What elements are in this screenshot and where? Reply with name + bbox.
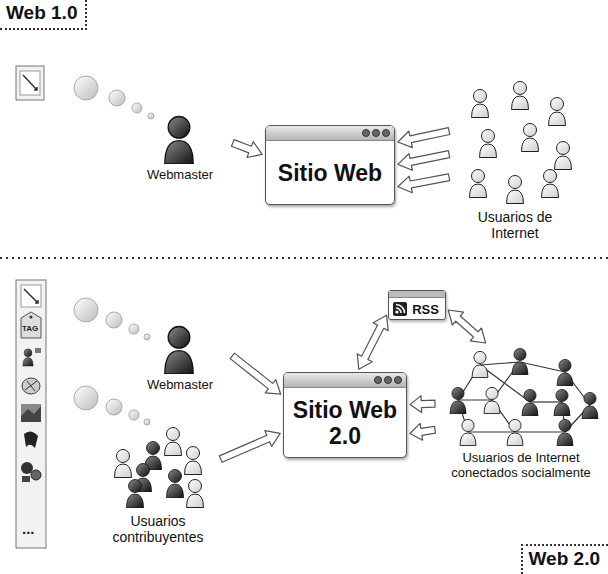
- window-title-bar: [284, 373, 406, 388]
- block-arrow: [232, 140, 263, 158]
- thought-bubbles: [74, 76, 154, 425]
- person-group: Webmaster: [130, 322, 230, 393]
- section-title: Web 2.0: [521, 544, 608, 574]
- window-button: [394, 376, 402, 384]
- block-arrow: [230, 353, 281, 394]
- person-group: Usuarios de Internet conectados socialme…: [438, 345, 604, 481]
- website-window: Sitio Web 2.0: [283, 372, 407, 458]
- window-title-bar: [389, 291, 445, 298]
- person-group: Usuarios de Internet: [452, 76, 578, 241]
- rss-feed-box: RSS: [388, 290, 446, 320]
- divider: [0, 257, 608, 259]
- window-title-bar: [266, 126, 394, 141]
- section-title: Web 1.0: [0, 0, 87, 30]
- window-button: [382, 129, 390, 137]
- group-label: Usuarios contribuyentes: [98, 513, 218, 545]
- website-window: Sitio Web: [265, 125, 395, 205]
- block-arrow: [448, 310, 485, 343]
- toolbar: [16, 280, 46, 548]
- window-button: [372, 129, 380, 137]
- group-label: Webmaster: [130, 378, 230, 393]
- block-arrow: [410, 396, 435, 413]
- tag-icon-text: TAG: [22, 324, 38, 333]
- person-group: Webmaster: [130, 112, 230, 183]
- window-button: [362, 129, 370, 137]
- person-icons: [115, 327, 204, 509]
- box-title: RSS: [409, 303, 442, 316]
- block-arrow: [398, 128, 450, 148]
- block-arrow: [398, 174, 450, 193]
- more-tools: ...: [22, 520, 35, 537]
- rss-icon: [393, 302, 407, 316]
- toolbar: [16, 66, 44, 100]
- block-arrow: [357, 315, 388, 369]
- window-button: [374, 376, 382, 384]
- window-button: [384, 376, 392, 384]
- group-label: Usuarios de Internet: [452, 209, 578, 241]
- block-arrow: [398, 151, 450, 171]
- block-arrow: [410, 423, 436, 440]
- box-title: Sitio Web 2.0: [288, 398, 402, 449]
- group-label: Usuarios de Internet conectados socialme…: [438, 451, 604, 481]
- social-network: [450, 348, 598, 446]
- box-title: Sitio Web: [270, 161, 390, 186]
- block-arrow: [219, 431, 280, 463]
- person-group: Usuarios contribuyentes: [98, 424, 218, 545]
- group-label: Webmaster: [130, 168, 230, 183]
